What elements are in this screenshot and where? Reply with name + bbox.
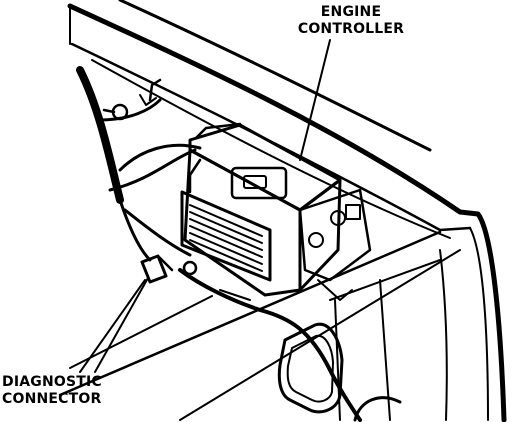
diagnostic-connector-label: DIAGNOSTIC CONNECTOR — [2, 374, 102, 408]
access-grommet — [277, 322, 402, 422]
mounting-bracket — [298, 188, 372, 301]
fender-panel — [67, 0, 507, 422]
leader-lines — [69, 39, 331, 373]
diagnostic-connector-label-line-2: CONNECTOR — [2, 391, 102, 407]
wiring-harness — [76, 66, 362, 422]
engine-controller-label-line-1: ENGINE — [320, 4, 382, 20]
diagnostic-connector-plug — [140, 254, 198, 284]
engine-controller-module — [180, 122, 342, 297]
connector-ribs — [189, 204, 263, 272]
engine-controller-label: ENGINE CONTROLLER — [288, 4, 414, 38]
diagnostic-connector-label-line-1: DIAGNOSTIC — [2, 374, 102, 390]
engine-controller-label-line-2: CONTROLLER — [297, 21, 405, 37]
